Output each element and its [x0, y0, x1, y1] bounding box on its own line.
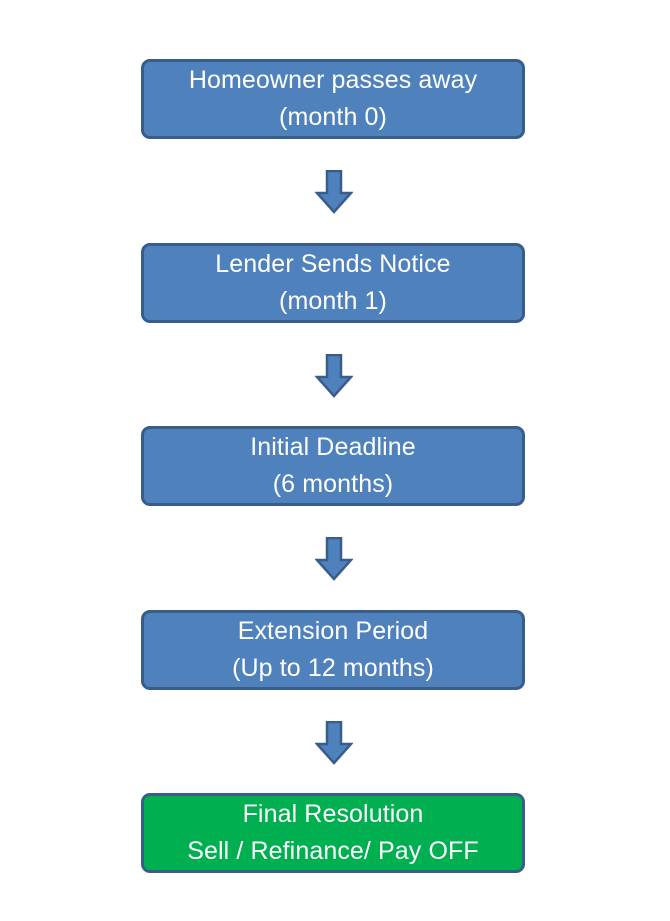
step-extension-period: Extension Period (Up to 12 months)	[141, 610, 525, 690]
step-timing: (month 0)	[279, 103, 387, 131]
step-title: Final Resolution	[242, 800, 424, 828]
step-title: Homeowner passes away	[188, 66, 478, 94]
step-options: Sell / Refinance/ Pay OFF	[187, 837, 479, 865]
step-title: Lender Sends Notice	[215, 250, 451, 278]
step-final-resolution: Final Resolution Sell / Refinance/ Pay O…	[141, 793, 525, 873]
step-homeowner-passes-away: Homeowner passes away (month 0)	[141, 59, 525, 139]
down-arrow-icon	[315, 354, 353, 398]
down-arrow-icon	[315, 170, 353, 214]
step-initial-deadline: Initial Deadline (6 months)	[141, 426, 525, 506]
down-arrow-icon	[315, 721, 353, 765]
step-timing: (6 months)	[272, 470, 394, 498]
step-title: Initial Deadline	[250, 433, 416, 461]
step-timing: (Up to 12 months)	[232, 654, 434, 682]
step-title: Extension Period	[237, 617, 429, 645]
down-arrow-icon	[315, 537, 353, 581]
step-timing: (month 1)	[279, 287, 387, 315]
step-lender-sends-notice: Lender Sends Notice (month 1)	[141, 243, 525, 323]
